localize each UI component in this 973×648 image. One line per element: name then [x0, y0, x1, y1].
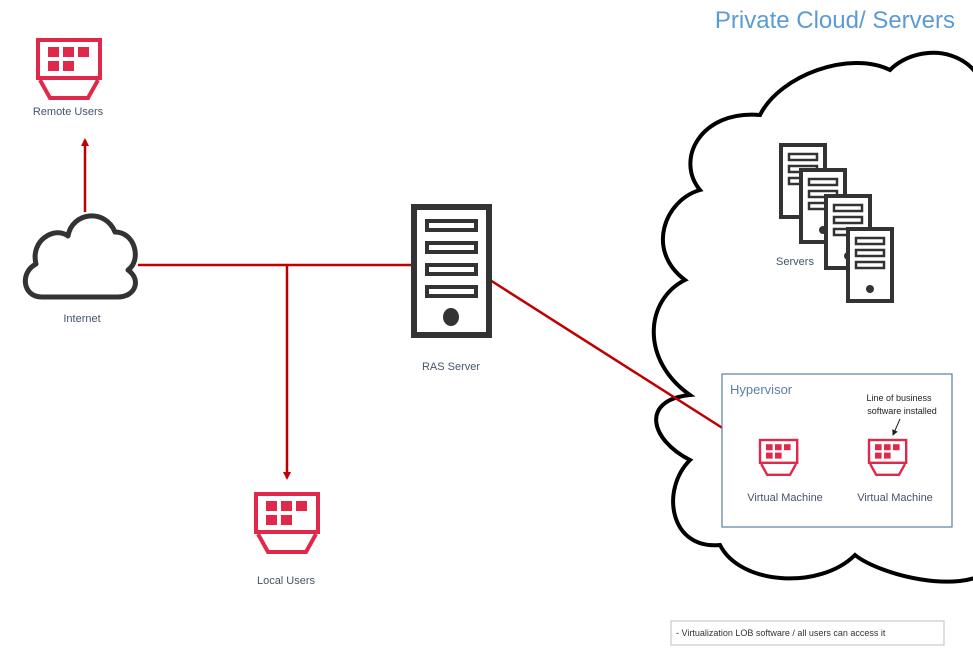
internet-node: Internet: [23, 213, 138, 325]
hypervisor-box: [721, 373, 953, 528]
servers-node: Servers: [776, 143, 894, 303]
annotation-line-1: Line of business: [866, 393, 932, 403]
local-users-label: Local Users: [257, 575, 316, 587]
ras-to-vm-arrow: [489, 278, 748, 445]
cloud-icon: [23, 213, 138, 300]
hypervisor-node: Hypervisor Virtual Machine Virtual Machi…: [721, 373, 953, 528]
client-terminal-icon: [36, 38, 102, 100]
vm1-label: Virtual Machine: [747, 492, 823, 504]
server-tower-icon: [846, 227, 894, 303]
diagram-title: Private Cloud/ Servers: [715, 7, 955, 34]
vm-1: Virtual Machine: [747, 438, 823, 504]
connectors: [81, 138, 748, 480]
vm-2: Virtual Machine: [857, 438, 933, 504]
hypervisor-label: Hypervisor: [730, 382, 793, 397]
client-terminal-icon: [254, 492, 320, 554]
servers-label: Servers: [776, 256, 814, 268]
legend-note: - Virtualization LOB software / all user…: [670, 620, 945, 646]
vm2-label: Virtual Machine: [857, 492, 933, 504]
remote-users-label: Remote Users: [33, 106, 104, 118]
annotation-line-2: software installed: [867, 406, 937, 416]
lob-annotation: Line of business software installed: [866, 393, 937, 436]
server-tower-icon: [411, 204, 492, 338]
legend-box: [670, 620, 945, 646]
legend-text: - Virtualization LOB software / all user…: [676, 628, 886, 638]
remote-users-node: Remote Users: [33, 38, 104, 118]
annotation-arrow: [892, 418, 901, 436]
internet-label: Internet: [63, 313, 100, 325]
ras-server-node: RAS Server: [411, 204, 492, 373]
ras-server-label: RAS Server: [422, 361, 480, 373]
local-users-node: Local Users: [254, 492, 320, 587]
